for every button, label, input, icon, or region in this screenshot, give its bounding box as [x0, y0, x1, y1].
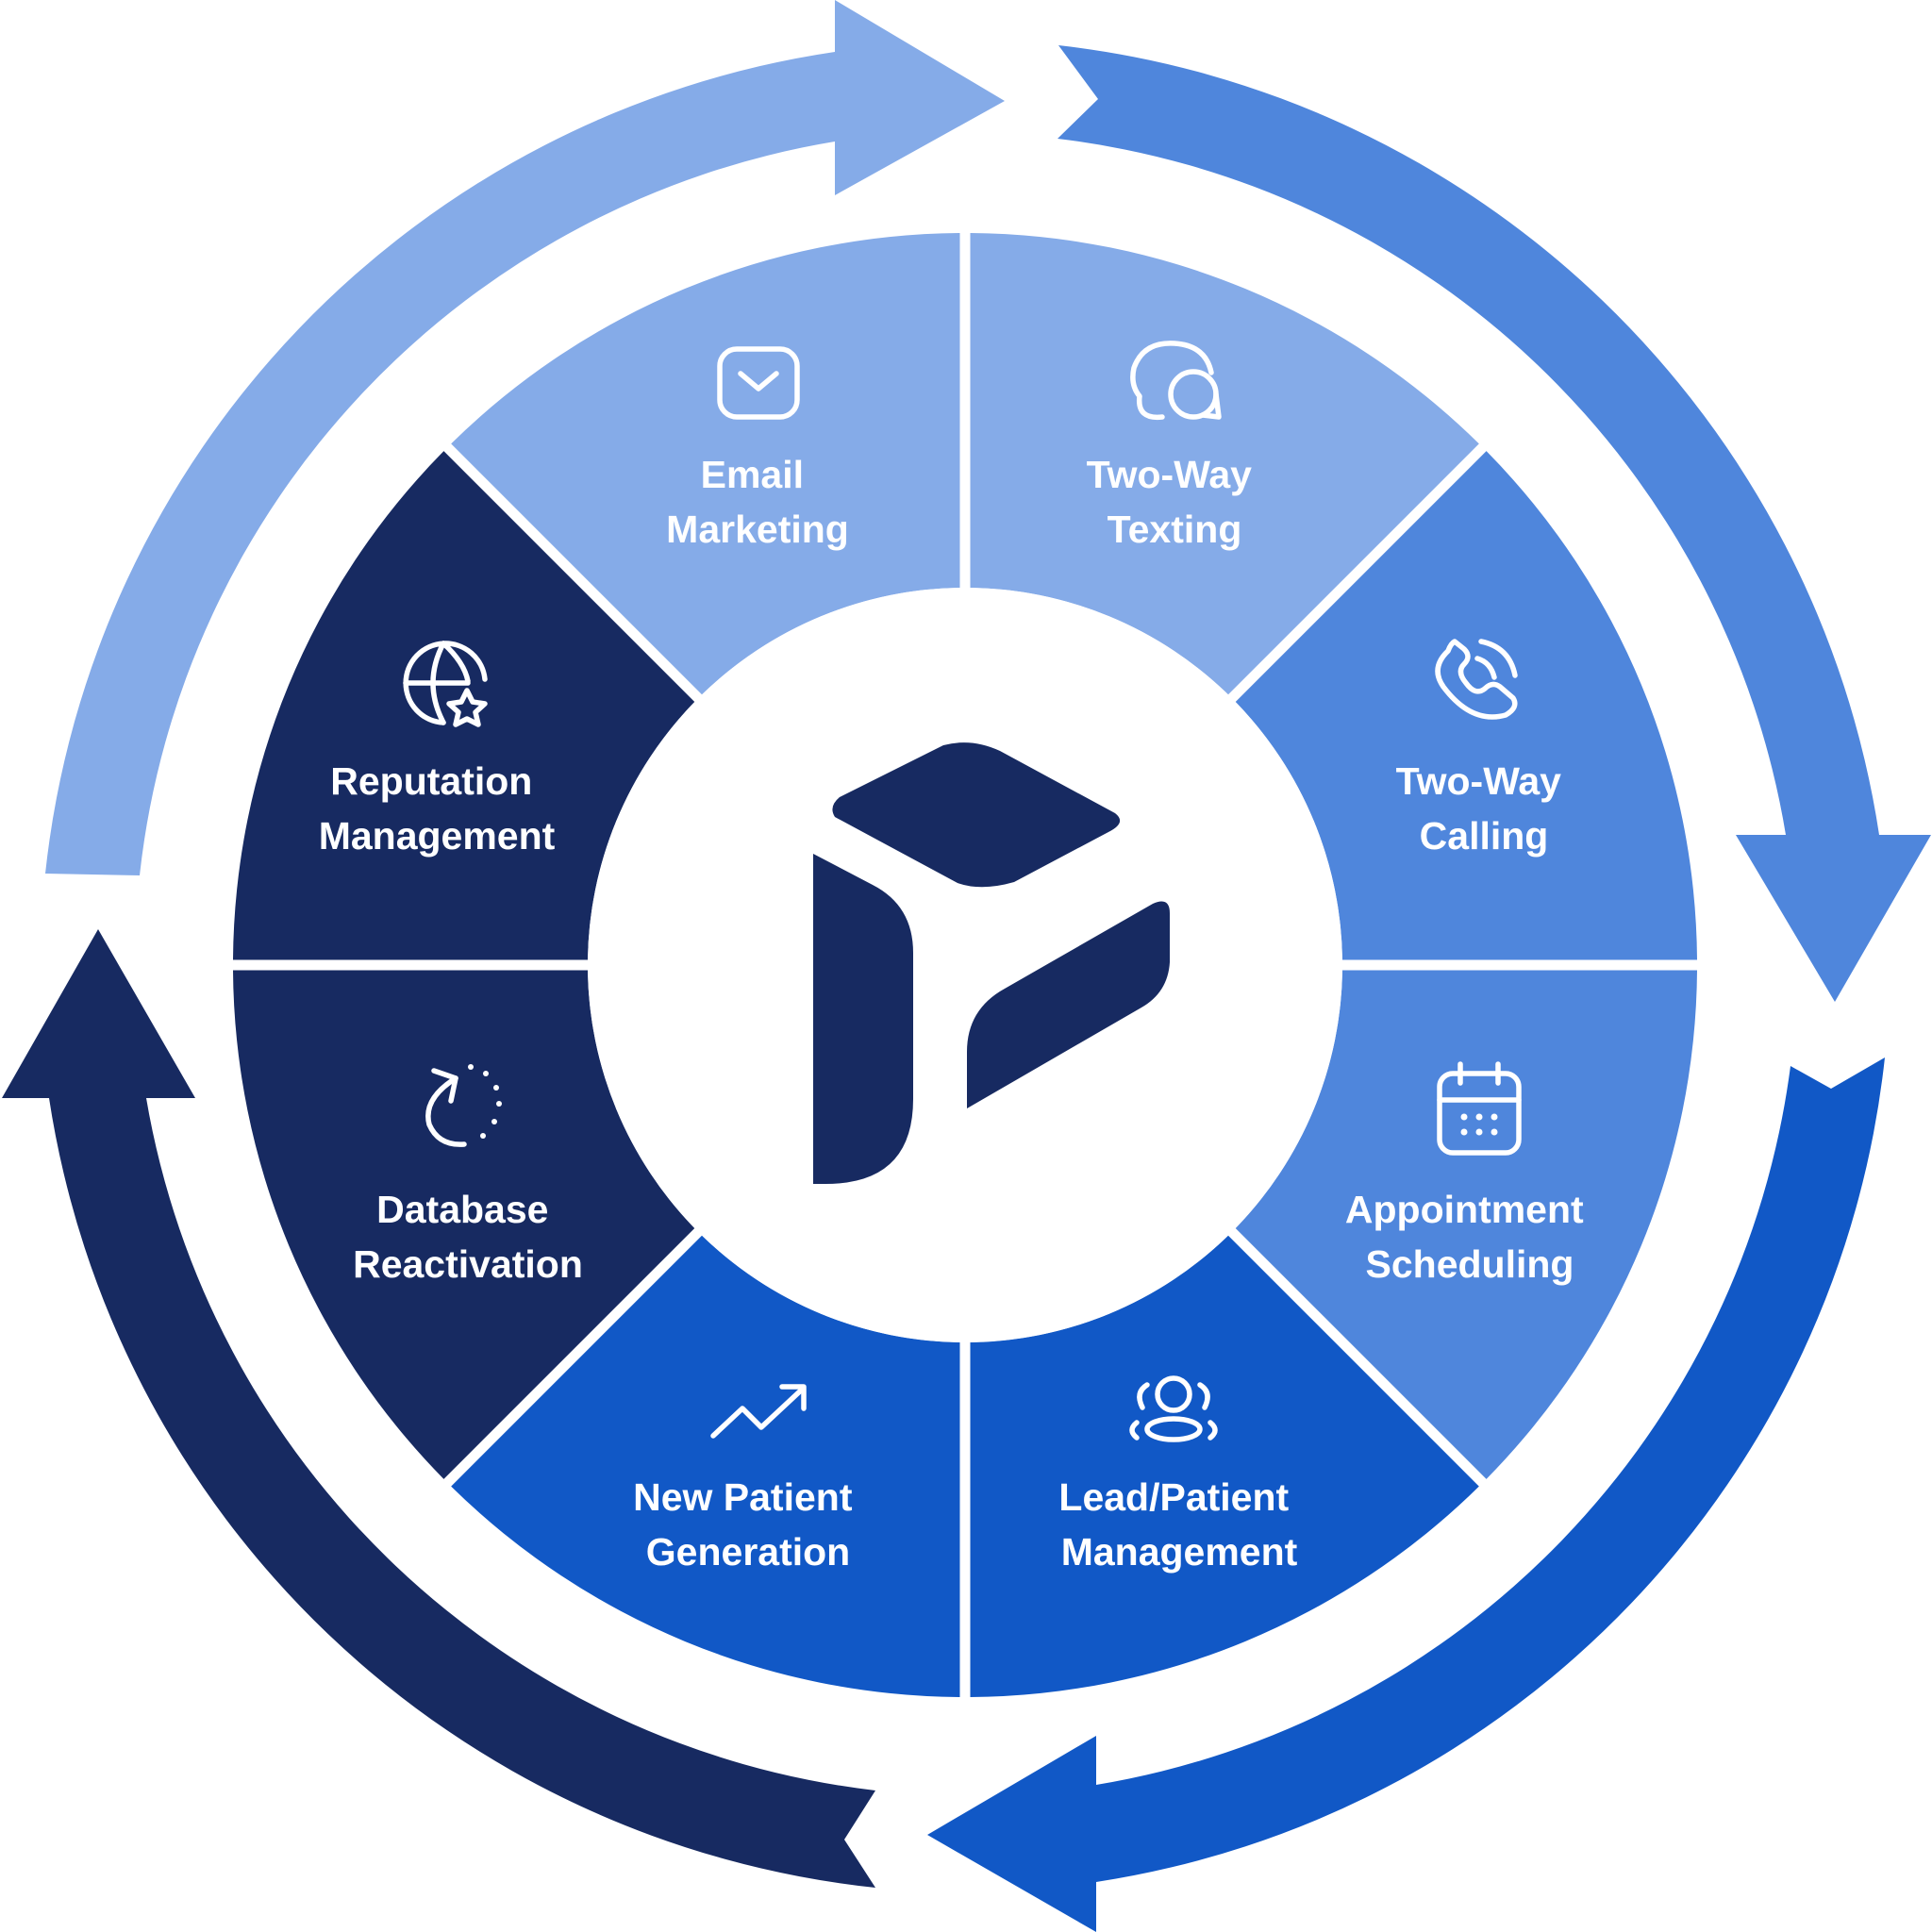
phone-ringing-icon [1435, 639, 1518, 720]
segment-reputation [451, 233, 960, 695]
segment-lead [451, 1235, 960, 1697]
calendar-icon [1437, 1061, 1522, 1156]
segment-calling [1235, 970, 1697, 1479]
cycle-arrow-bottom-right [927, 1058, 1885, 1932]
label-two-way-texting: Two-Way Texting [1087, 453, 1263, 551]
label-email-marketing: Email Marketing [666, 453, 849, 551]
cycle-arrow-top-left [45, 0, 1005, 875]
label-new-patient-generation: New Patient Generation [633, 1475, 863, 1574]
chat-bubbles-icon [1130, 341, 1222, 421]
refresh-dots [468, 1064, 502, 1139]
cycle-arrow-bottom-left [2, 929, 875, 1888]
play-logo-icon [813, 742, 1170, 1184]
label-database-reactivation: Database Reactivation [353, 1188, 583, 1286]
segment-email [970, 233, 1479, 695]
globe-star-icon [403, 641, 488, 727]
segment-new-patient [233, 970, 695, 1479]
label-lead-patient-management: Lead/Patient Management [1058, 1475, 1299, 1574]
mail-icon [717, 346, 800, 420]
center-circle [588, 588, 1342, 1342]
refresh-icon [425, 1068, 467, 1147]
label-reputation-management: Reputation Management [319, 759, 556, 858]
segment-labels: Email Marketing Two-Way Texting Two-Way … [319, 453, 1594, 1574]
segment-appointment [970, 1235, 1479, 1697]
segment-icons [403, 341, 1522, 1442]
calendar-dots [1460, 1113, 1498, 1136]
label-appointment-scheduling: Appointment Scheduling [1345, 1188, 1594, 1286]
users-icon [1129, 1375, 1218, 1442]
trend-up-icon [710, 1384, 807, 1439]
segment-database [233, 451, 695, 960]
label-two-way-calling: Two-Way Calling [1396, 759, 1573, 858]
segment-ring [233, 233, 1697, 1697]
segment-texting [1235, 451, 1697, 960]
cycle-arrow-top-right [1058, 45, 1931, 1002]
